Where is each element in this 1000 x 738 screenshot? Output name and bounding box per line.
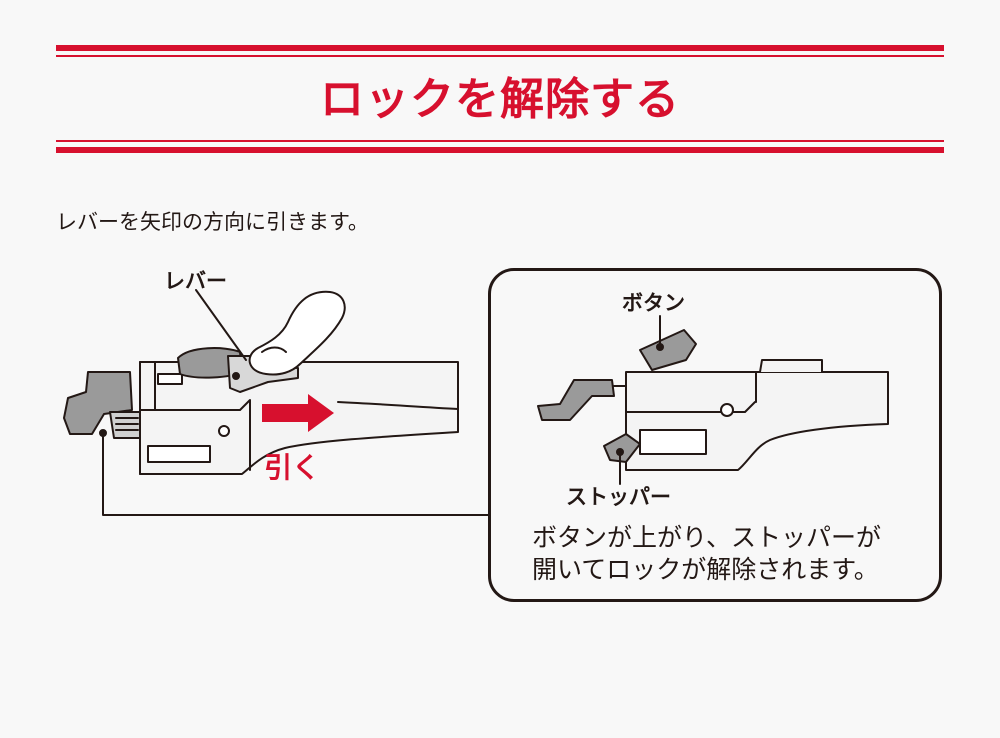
header-rule-bottom-thin <box>56 140 944 142</box>
header-rule-bottom-thick <box>56 147 944 153</box>
connector-line <box>102 432 491 516</box>
finger-illustration <box>248 290 346 376</box>
hook-part <box>63 371 141 439</box>
stopper-label: ストッパー <box>566 485 671 509</box>
pull-label: 引く <box>264 451 321 484</box>
inset-caption: ボタンが上がり、ストッパーが 開いてロックが解除されます。 <box>532 522 932 586</box>
button-label: ボタン <box>622 291 685 315</box>
latch-slot <box>157 373 183 385</box>
inset-caption-line-1: ボタンが上がり、ストッパーが <box>532 523 882 552</box>
pull-arrow-icon <box>262 394 334 432</box>
inset-hook-part <box>537 379 615 421</box>
header-rule-top-thin <box>56 55 944 57</box>
inset-handle-body <box>625 359 889 471</box>
lever-label: レバー <box>164 269 227 293</box>
inset-caption-line-2: 開いてロックが解除されます。 <box>532 555 879 584</box>
lever-leader-line <box>195 289 247 361</box>
instruction-text: レバーを矢印の方向に引きます。 <box>56 210 369 234</box>
page-title: ロックを解除する <box>320 74 680 125</box>
header-rule-top-thick <box>56 45 944 51</box>
inset-button-part <box>639 329 697 371</box>
